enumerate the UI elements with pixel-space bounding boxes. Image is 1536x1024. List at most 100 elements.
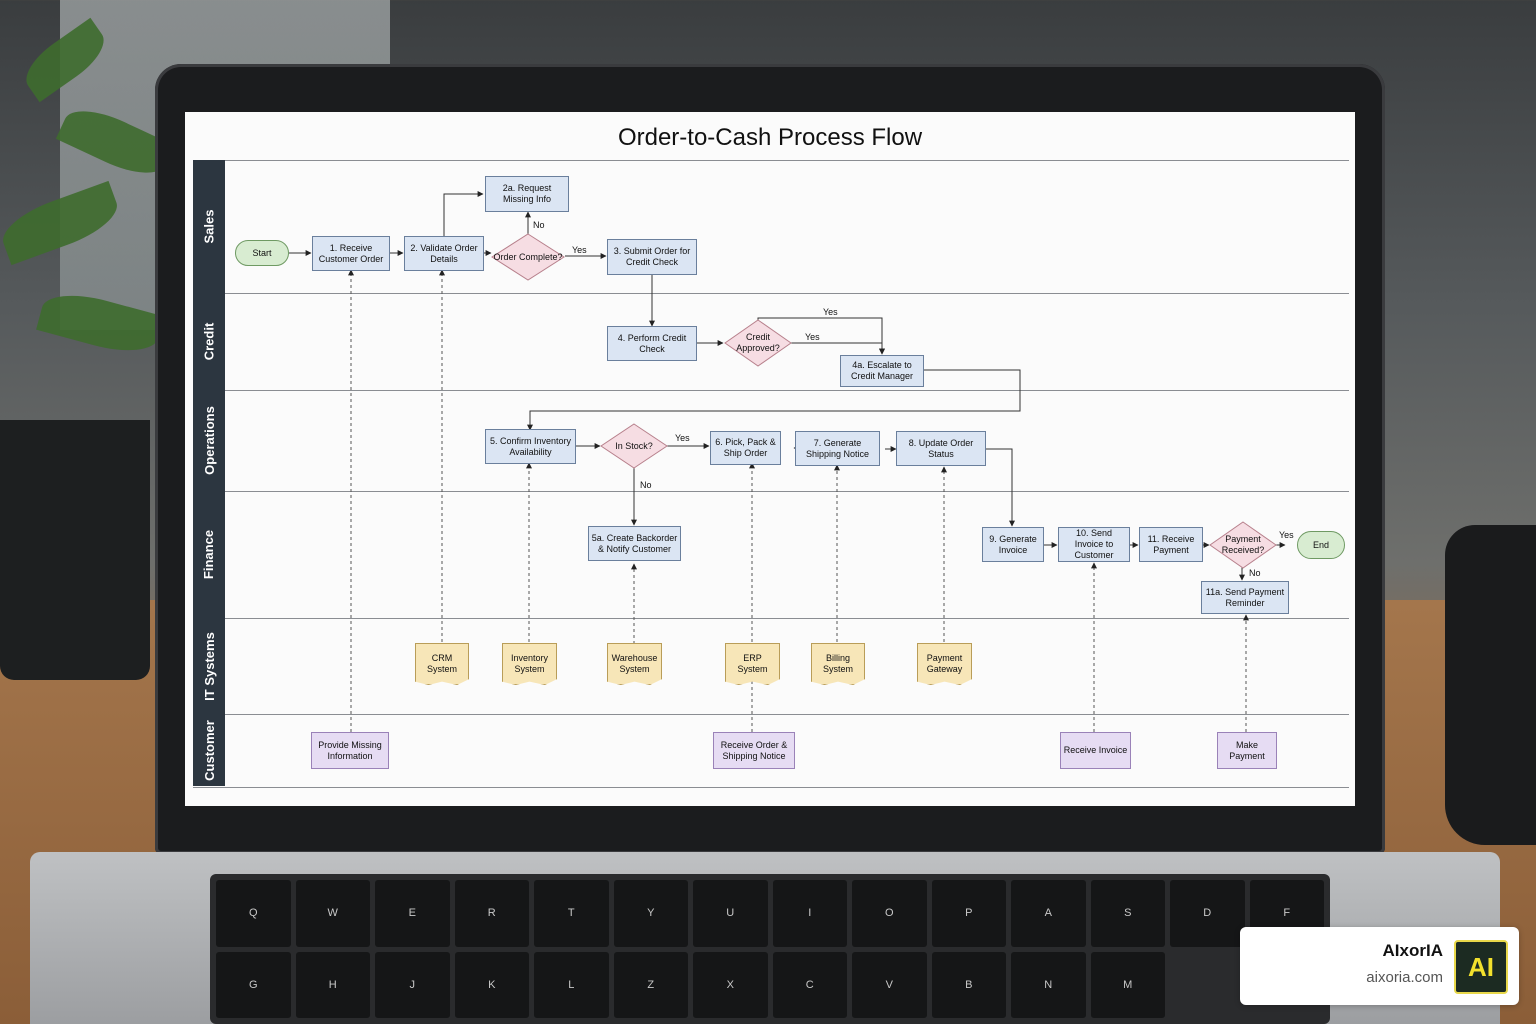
- generate-invoice-node: 9. Generate Invoice: [982, 527, 1044, 562]
- decision-diamond: [724, 319, 792, 367]
- payment-received-decision: Payment Received?: [1209, 521, 1277, 569]
- provide-info-node: Provide Missing Information: [311, 732, 389, 769]
- node-label: Payment Received?: [1221, 534, 1265, 555]
- keyboard-key: K: [454, 951, 529, 1018]
- receive-invoice-node: Receive Invoice: [1060, 732, 1131, 769]
- keyboard-key: J: [375, 951, 450, 1018]
- node-label: Provide Missing Information: [318, 739, 382, 761]
- node-label: Order Complete?: [493, 251, 563, 262]
- node-label: Warehouse System: [611, 653, 658, 674]
- node-label: 9. Generate Invoice: [989, 533, 1037, 555]
- node-label: 11. Receive Payment: [1147, 533, 1195, 555]
- end-node: End: [1297, 531, 1345, 559]
- node-label: Payment Gateway: [926, 653, 963, 674]
- backorder-node: 5a. Create Backorder & Notify Customer: [588, 526, 681, 561]
- keyboard-key: P: [931, 880, 1006, 947]
- keyboard-key: E: [375, 880, 450, 947]
- pick-pack-ship-node: 6. Pick, Pack & Ship Order: [710, 431, 781, 465]
- edge-label-yes: Yes: [805, 332, 820, 342]
- receive-payment-node: 11. Receive Payment: [1139, 527, 1203, 562]
- keyboard-key: S: [1090, 880, 1165, 947]
- keyboard-key: O: [852, 880, 927, 947]
- node-label: In Stock?: [615, 440, 653, 451]
- keyboard-key: T: [534, 880, 609, 947]
- crm-system-doc: CRM System: [415, 643, 469, 685]
- edge-label-no: No: [1249, 568, 1261, 578]
- lane-label-sales: Sales: [193, 160, 225, 293]
- lane-label-credit: Credit: [193, 293, 225, 390]
- node-label: Make Payment: [1229, 739, 1265, 761]
- watermark-name: AIxorIA: [1382, 941, 1443, 960]
- keyboard-key: Z: [613, 951, 688, 1018]
- keyboard-key: W: [295, 880, 370, 947]
- keyboard-key: L: [534, 951, 609, 1018]
- edge-label-yes: Yes: [572, 245, 587, 255]
- shipping-notice-node: 7. Generate Shipping Notice: [795, 431, 880, 466]
- node-label: 4a. Escalate to Credit Manager: [850, 360, 914, 381]
- keyboard-key: V: [852, 951, 927, 1018]
- update-status-node: 8. Update Order Status: [896, 431, 986, 466]
- lane-label-it-systems: IT Systems: [193, 618, 225, 714]
- node-label: End: [1312, 539, 1329, 550]
- node-label: 8. Update Order Status: [908, 437, 974, 459]
- credit-approved-decision: Credit Approved?: [724, 319, 792, 367]
- node-label: 5a. Create Backorder & Notify Customer: [591, 532, 678, 554]
- keyboard-key: U: [693, 880, 768, 947]
- keyboard-key: N: [1011, 951, 1086, 1018]
- decision-diamond: [1209, 521, 1277, 569]
- watermark-url: aixoria.com: [1366, 969, 1443, 986]
- lane-operations: [193, 390, 1349, 492]
- node-label: 1. Receive Customer Order: [318, 242, 384, 264]
- inventory-system-doc: Inventory System: [502, 643, 557, 685]
- keyboard-key: Y: [613, 880, 688, 947]
- keyboard-key: H: [295, 951, 370, 1018]
- edge-label-no: No: [640, 480, 652, 490]
- keyboard-key: B: [931, 951, 1006, 1018]
- in-stock-decision: In Stock?: [600, 423, 668, 469]
- node-label: 7. Generate Shipping Notice: [805, 437, 870, 459]
- edge-label-no: No: [533, 220, 545, 230]
- keyboard-key: M: [1090, 951, 1165, 1018]
- lane-it-systems: [193, 618, 1349, 715]
- lane-sales: [193, 160, 1349, 294]
- decision-diamond: [491, 233, 565, 281]
- keyboard-key: Q: [216, 880, 291, 947]
- perform-credit-node: 4. Perform Credit Check: [607, 326, 697, 361]
- edge-label-yes: Yes: [1279, 530, 1294, 540]
- node-label: 11a. Send Payment Reminder: [1205, 586, 1285, 608]
- keyboard-key: X: [693, 951, 768, 1018]
- keyboard-key: R: [454, 880, 529, 947]
- receive-order-node: 1. Receive Customer Order: [312, 236, 390, 271]
- decision-diamond: [600, 423, 668, 469]
- validate-order-node: 2. Validate Order Details: [404, 236, 484, 271]
- node-label: CRM System: [426, 653, 457, 674]
- make-payment-node: Make Payment: [1217, 732, 1277, 769]
- plant-pot: [0, 420, 150, 680]
- watermark-badge: AIxorIA aixoria.com AI: [1240, 927, 1519, 1005]
- node-label: 4. Perform Credit Check: [617, 332, 687, 354]
- node-label: 3. Submit Order for Credit Check: [613, 246, 691, 267]
- lane-label-customer: Customer: [193, 714, 225, 786]
- node-label: 6. Pick, Pack & Ship Order: [715, 437, 776, 458]
- edge-label-yes: Yes: [675, 433, 690, 443]
- node-label: 2a. Request Missing Info: [502, 183, 552, 204]
- lane-credit: [193, 293, 1349, 391]
- submit-credit-node: 3. Submit Order for Credit Check: [607, 239, 697, 275]
- payment-reminder-node: 11a. Send Payment Reminder: [1201, 581, 1289, 614]
- start-node: Start: [235, 240, 289, 266]
- node-label: ERP System: [737, 653, 768, 674]
- lane-customer: [193, 714, 1349, 788]
- node-label: 2. Validate Order Details: [410, 242, 478, 264]
- warehouse-system-doc: Warehouse System: [607, 643, 662, 685]
- node-label: Receive Invoice: [1063, 745, 1128, 755]
- lane-label-operations: Operations: [193, 390, 225, 491]
- node-label: Credit Approved?: [736, 332, 780, 353]
- flow-connectors: [289, 191, 1286, 732]
- node-label: Receive Order & Shipping Notice: [720, 739, 788, 761]
- keyboard-key: A: [1011, 880, 1086, 947]
- laptop-screen: Order-to-Cash Process Flow Sales Credit …: [185, 112, 1355, 806]
- order-complete-decision: Order Complete?: [491, 233, 565, 281]
- send-invoice-node: 10. Send Invoice to Customer: [1058, 527, 1130, 562]
